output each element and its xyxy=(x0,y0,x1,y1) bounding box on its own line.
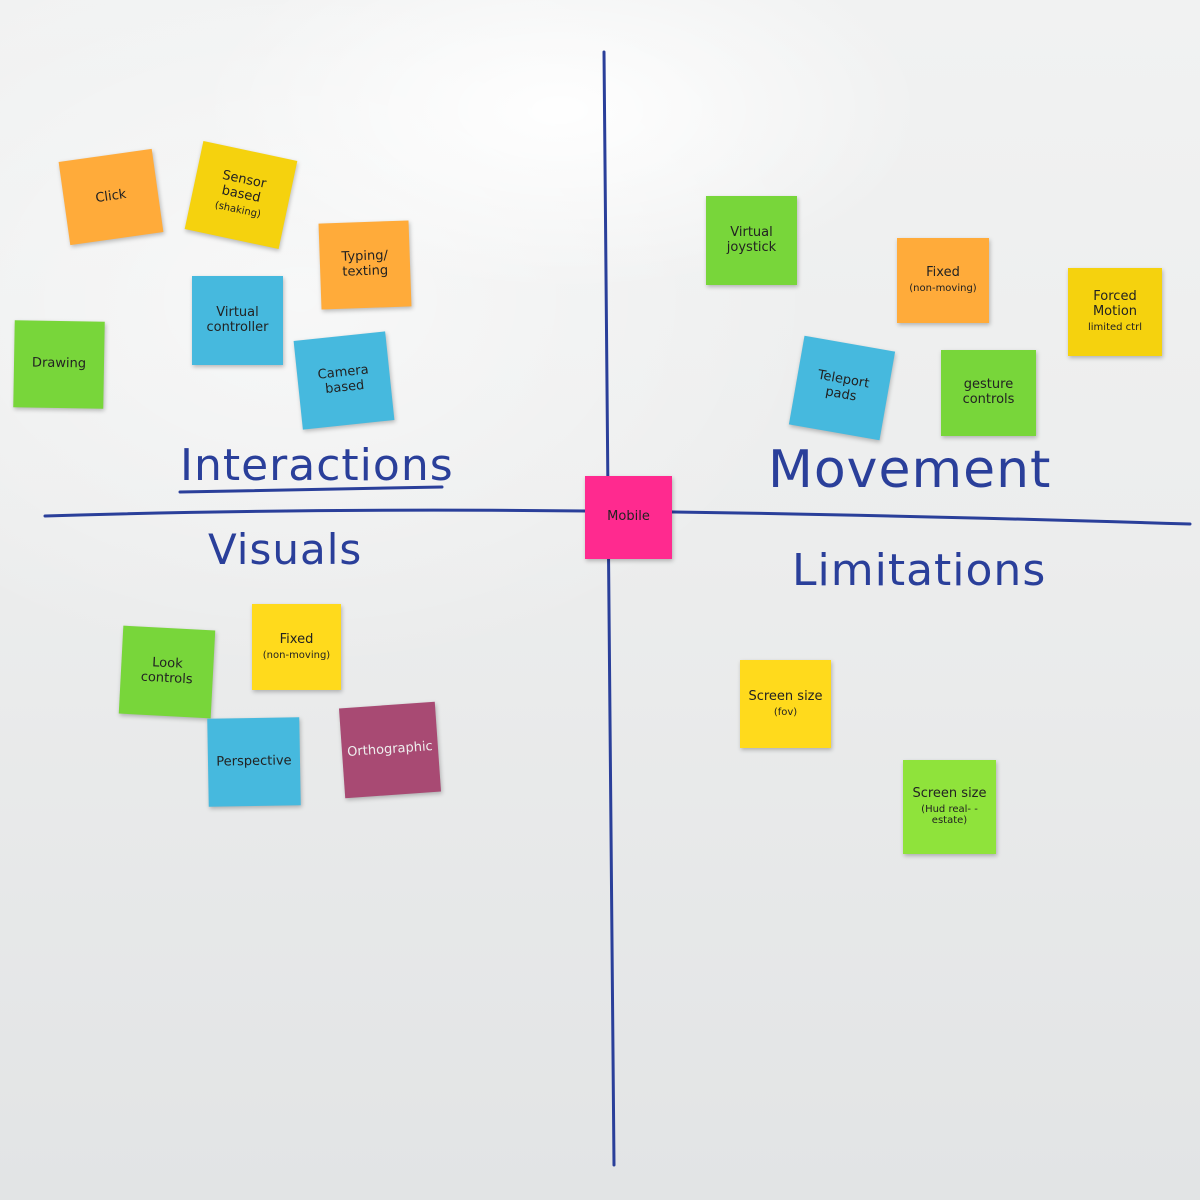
quadrant-title-interactions: Interactions xyxy=(180,440,454,491)
sticky-note-typing-texting: Typing/ texting xyxy=(318,220,412,310)
vertical-axis-line xyxy=(602,50,616,1167)
sticky-note-drawing: Drawing xyxy=(13,320,105,409)
sticky-note-virtual-controller: Virtual controller xyxy=(192,276,283,365)
interactions-underline xyxy=(178,485,444,494)
quadrant-title-movement: Movement xyxy=(768,440,1052,500)
sticky-note-mobile: Mobile xyxy=(585,476,672,559)
sticky-note-perspective: Perspective xyxy=(207,717,301,807)
quadrant-title-limitations: Limitations xyxy=(792,545,1047,596)
sticky-note-forced-motion: Forced Motion limited ctrl xyxy=(1068,268,1162,356)
sticky-note-virtual-joystick: Virtual joystick xyxy=(706,196,797,285)
sticky-note-fixed-visuals: Fixed (non-moving) xyxy=(252,604,341,690)
sticky-note-fixed-movement: Fixed (non-moving) xyxy=(897,238,989,323)
horizontal-axis-line xyxy=(43,508,1192,526)
sticky-note-sensor-based: Sensor based (shaking) xyxy=(184,141,298,249)
quadrant-title-visuals: Visuals xyxy=(208,525,363,574)
sticky-note-camera-based: Camera based xyxy=(293,331,395,430)
sticky-note-teleport-pads: Teleport pads xyxy=(788,335,896,441)
sticky-note-screen-size-fov: Screen size (fov) xyxy=(740,660,831,748)
sticky-note-look-controls: Look controls xyxy=(118,625,216,719)
sticky-note-gesture-controls: gesture controls xyxy=(941,350,1036,436)
sticky-note-orthographic: Orthographic xyxy=(338,701,442,799)
sticky-note-screen-size-hud: Screen size (Hud real- -estate) xyxy=(903,760,996,854)
sticky-note-click: Click xyxy=(58,148,164,246)
